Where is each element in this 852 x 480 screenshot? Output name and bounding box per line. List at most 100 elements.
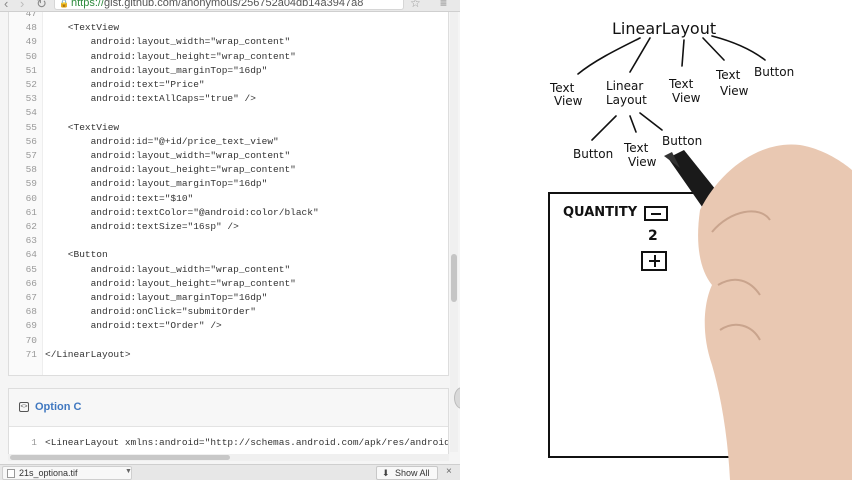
code-line: android:text="Price" — [45, 79, 205, 90]
tree-root-label: LinearLayout — [612, 19, 716, 38]
url-text: https://gist.github.com/anonymous/256752… — [71, 0, 363, 9]
code-line: android:layout_height="wrap_content" — [45, 164, 296, 176]
quantity-label: QUANTITY — [563, 205, 638, 220]
line-number: 47 — [25, 12, 37, 19]
vertical-scrollbar-thumb[interactable] — [451, 254, 457, 302]
line-number: 50 — [25, 50, 37, 62]
tree-edge — [629, 37, 651, 73]
quantity-value: 2 — [648, 228, 658, 244]
line-number: 59 — [25, 178, 37, 190]
line-number: 53 — [25, 93, 37, 105]
code-line: android:id="@+id/price_text_view" — [45, 135, 279, 147]
minus-button-sketch — [644, 206, 668, 221]
tree-edge — [629, 115, 637, 133]
tree-edge — [577, 37, 641, 75]
option-c-header: <> Option C — [9, 389, 448, 427]
address-bar[interactable]: 🔒 https://gist.github.com/anonymous/2567… — [54, 0, 404, 10]
line-number: 48 — [25, 22, 37, 34]
tree-node-label: Text — [623, 141, 649, 155]
vertical-scrollbar-track[interactable] — [450, 12, 458, 452]
line-number: 60 — [25, 192, 37, 204]
line-number: 65 — [25, 263, 37, 275]
horizontal-scrollbar-thumb[interactable] — [10, 455, 230, 460]
line-number: 54 — [25, 107, 37, 119]
star-icon[interactable]: ☆ — [410, 0, 421, 10]
tree-node-label: View — [672, 91, 701, 105]
line-number: 70 — [25, 334, 37, 346]
line-number: 67 — [25, 292, 37, 303]
lock-icon: 🔒 — [59, 0, 69, 8]
menu-icon[interactable]: ≡ — [440, 0, 448, 10]
forward-arrow-icon[interactable]: › — [20, 0, 25, 11]
browser-window: ‹ › ↻ 🔒 https://gist.github.com/anonymou… — [0, 0, 460, 480]
download-icon: ⬇ — [382, 468, 390, 478]
url-scheme: https:// — [71, 0, 105, 9]
code-line: android:layout_marginTop="16dp" — [45, 64, 268, 76]
tree-node-label: View — [720, 84, 749, 98]
code-line: android:layout_height="wrap_content" — [45, 277, 296, 289]
code-line: android:layout_width="wrap_content" — [45, 263, 291, 275]
tree-edges — [577, 35, 766, 141]
code-line: android:text="Order" /> — [45, 320, 222, 332]
code-line: android:textSize="16sp" /> — [45, 221, 239, 232]
line-number: 61 — [25, 206, 37, 218]
option-c-file-box: <> Option C 1 <LinearLayout xmlns:androi… — [8, 388, 449, 458]
reload-icon[interactable]: ↻ — [36, 0, 47, 11]
code-line: android:textAllCaps="true" /> — [45, 93, 256, 105]
tree-edge — [639, 112, 663, 131]
tree-edge — [702, 37, 725, 61]
code-line: <TextView — [45, 121, 120, 133]
line-number: 68 — [25, 306, 37, 318]
chevron-down-icon[interactable]: ▼ — [125, 468, 132, 475]
close-icon[interactable]: × — [446, 466, 452, 477]
plus-button-sketch — [641, 251, 667, 271]
line-number: 55 — [25, 121, 37, 133]
minus-icon — [651, 213, 661, 215]
tree-node-label: Text — [549, 81, 575, 95]
download-file-name: 21s_optiona.tif — [19, 468, 78, 478]
ui-mockup-sketch: QUANTITY 2 — [548, 192, 782, 458]
code-line: <TextView — [45, 22, 120, 34]
line-number: 66 — [25, 277, 37, 289]
code-line: <Button — [45, 249, 108, 261]
tree-node-label: Text — [668, 77, 694, 91]
code-line: </LinearLayout> — [45, 348, 131, 360]
code-line: android:layout_marginTop="16dp" — [45, 292, 268, 303]
tree-node-label: View — [554, 94, 583, 108]
line-number: 63 — [25, 235, 37, 247]
code-line: android:layout_marginTop="16dp" — [45, 178, 268, 190]
file-icon — [7, 469, 15, 478]
code-file-icon: <> — [19, 402, 29, 412]
line-number: 62 — [25, 221, 37, 232]
line-number: 49 — [25, 36, 37, 48]
line-number: 51 — [25, 64, 37, 76]
tree-edge — [711, 35, 766, 61]
line-number: 52 — [25, 79, 37, 90]
line-number: 1 — [31, 437, 37, 448]
code-line: android:textColor="@android:color/black" — [45, 206, 319, 218]
tree-node-label: Linear — [606, 79, 643, 93]
tree-node-label: Layout — [606, 93, 647, 107]
code-line: android:layout_width="wrap_content" — [45, 36, 291, 48]
tree-node-label: Button — [573, 147, 613, 161]
code-line: android:onClick="submitOrder" — [45, 306, 256, 318]
tree-node-label: Button — [754, 65, 794, 79]
option-c-title[interactable]: Option C — [35, 401, 82, 413]
code-line: android:layout_height="wrap_content" — [45, 50, 296, 62]
show-all-label: Show All — [395, 468, 430, 478]
line-number: 58 — [25, 164, 37, 176]
show-all-button[interactable]: ⬇ Show All — [376, 466, 438, 480]
back-arrow-icon[interactable]: ‹ — [4, 0, 9, 11]
tree-node-label: View — [628, 155, 657, 169]
code-line: android:text="$10" — [45, 192, 194, 204]
tree-node-label: Button — [662, 134, 702, 148]
line-number: 64 — [25, 249, 37, 261]
code-line: android:layout_width="wrap_content" — [45, 150, 291, 161]
tree-node-label: Text — [715, 68, 741, 82]
browser-toolbar: ‹ › ↻ 🔒 https://gist.github.com/anonymou… — [0, 0, 460, 12]
line-number: 56 — [25, 135, 37, 147]
line-number: 71 — [25, 348, 37, 360]
